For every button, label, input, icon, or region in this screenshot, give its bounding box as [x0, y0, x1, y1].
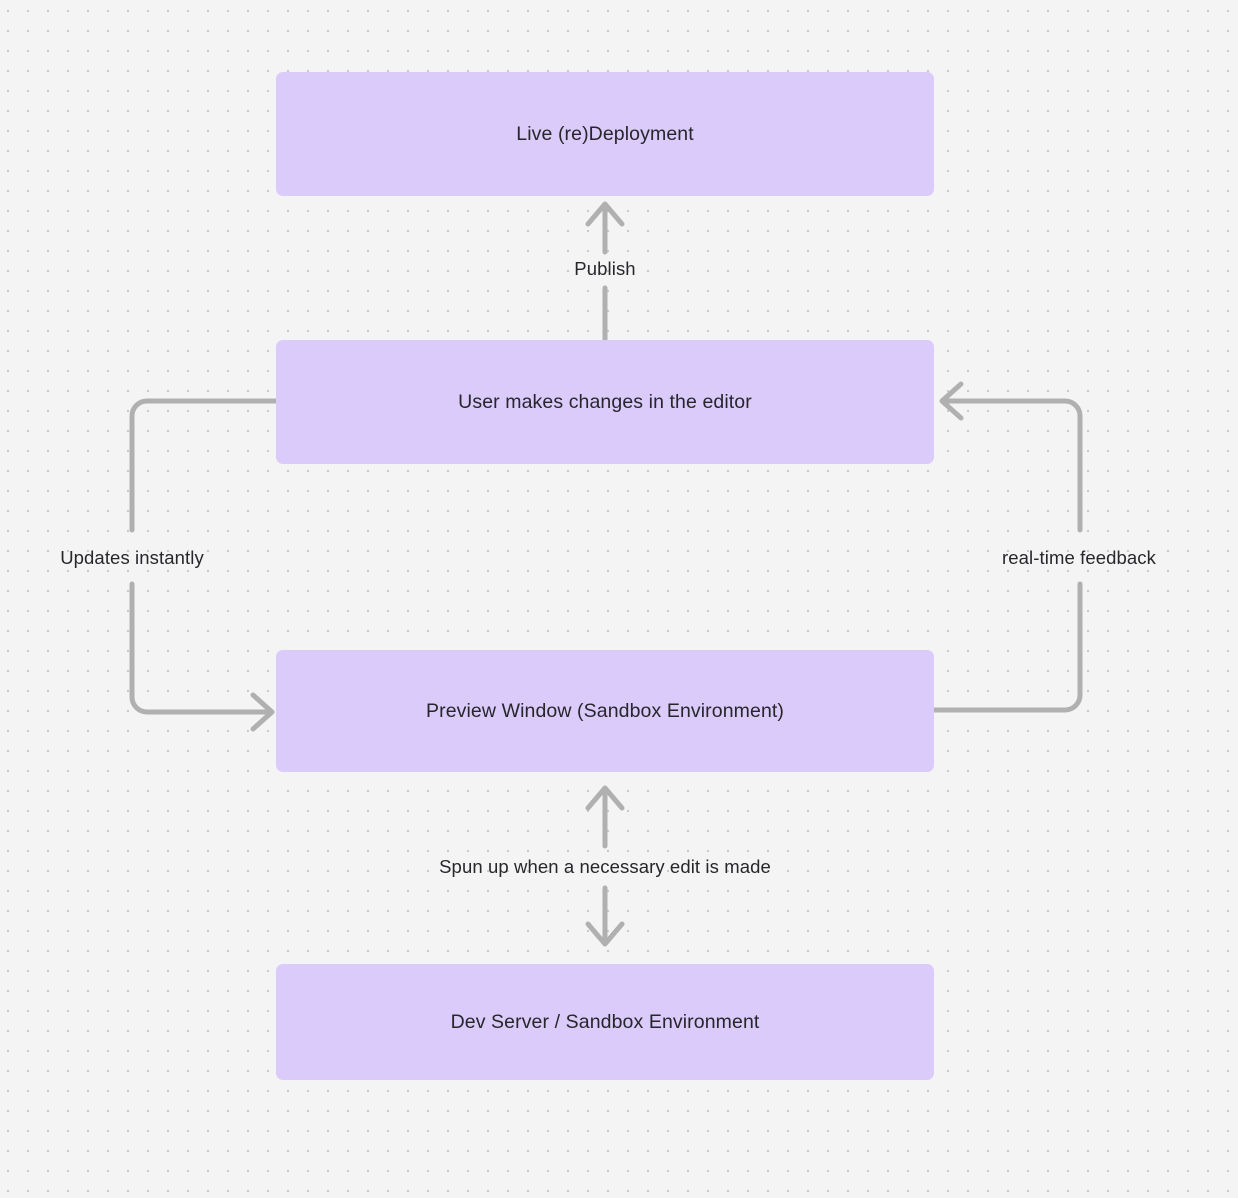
node-preview-window[interactable]: Preview Window (Sandbox Environment) — [276, 650, 934, 772]
node-live-deployment-label: Live (re)Deployment — [516, 122, 694, 145]
edge-label-real-time-feedback: real-time feedback — [1002, 546, 1156, 568]
node-user-edits-label: User makes changes in the editor — [458, 390, 752, 413]
arrowhead-left-icon — [939, 381, 964, 421]
edge-label-publish: Publish — [574, 257, 636, 279]
node-live-deployment[interactable]: Live (re)Deployment — [276, 72, 934, 196]
arrowhead-up-icon — [585, 785, 625, 811]
node-user-edits[interactable]: User makes changes in the editor — [276, 340, 934, 464]
arrowhead-down-icon — [585, 921, 625, 947]
node-dev-server[interactable]: Dev Server / Sandbox Environment — [276, 964, 934, 1080]
node-dev-server-label: Dev Server / Sandbox Environment — [450, 1010, 760, 1033]
arrowhead-right-icon — [250, 692, 275, 732]
arrowhead-up-icon — [585, 201, 625, 227]
edge-label-spun-up: Spun up when a necessary edit is made — [439, 855, 771, 877]
edge-label-updates-instantly: Updates instantly — [60, 546, 204, 568]
node-preview-window-label: Preview Window (Sandbox Environment) — [426, 699, 784, 722]
